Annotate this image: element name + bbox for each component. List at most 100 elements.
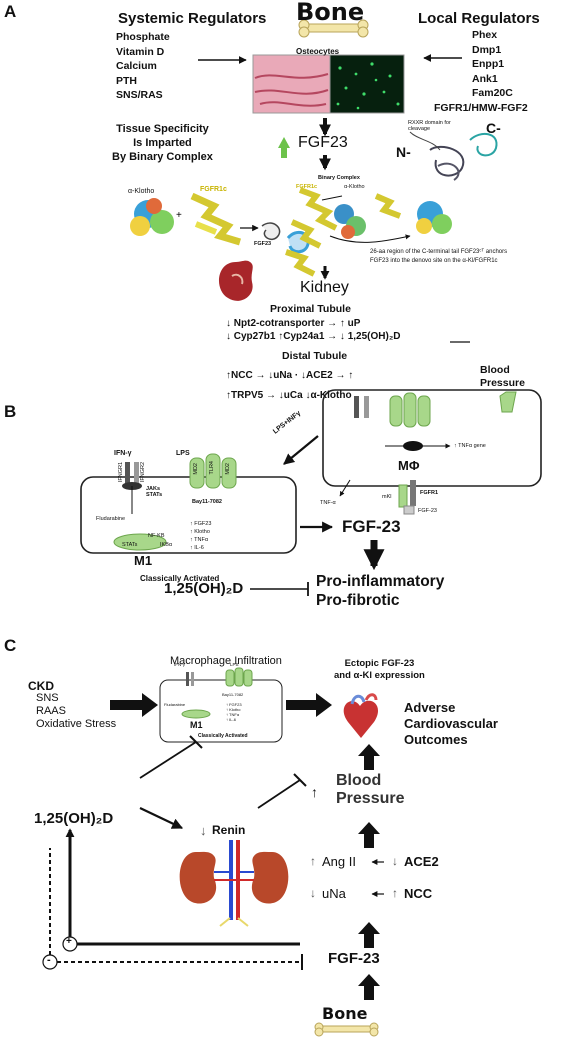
receptor-label-tlr4: TLR4 [209, 461, 215, 475]
receptor-label-md2-right: MD2 [225, 463, 231, 475]
mini-output: ↑ FGF23 [226, 702, 242, 707]
macrophage-label: MΦ [398, 458, 420, 473]
ifn-gamma-label: IFN-γ [114, 450, 132, 457]
plus-label: + [66, 936, 72, 947]
una-down-glyph: ↓ [310, 886, 316, 900]
ang2-up-glyph: ↑ [310, 854, 316, 868]
proximal-tubule-title: Proximal Tubule [270, 303, 351, 315]
tissue-line: Tissue Specificity [116, 123, 209, 135]
adverse-line: Cardiovascular [404, 716, 498, 731]
m1-output: ↑ TNFα [190, 537, 209, 543]
mkl-label: mKl [382, 494, 392, 500]
ncc-label: NCC [404, 886, 433, 901]
ifngr-receptors [122, 462, 142, 490]
fgf23-tag-label: FGF-23 [418, 508, 437, 514]
mini-m1-outputs: ↑ FGF23 ↑ Klotho ↑ TNFα ↑ IL-6 [226, 702, 242, 722]
fludarabine-label: Fludarabine [96, 516, 126, 522]
minus-label: - [47, 954, 51, 966]
mini-receptors [181, 667, 253, 719]
ace2-down-glyph: ↓ [392, 854, 398, 868]
tissue-line: By Binary Complex [112, 151, 213, 163]
bone-label-bottom: Bone [322, 1004, 368, 1023]
note-line: 26-aa region of the C-terminal tail FGF2… [370, 249, 508, 255]
local-item: Fam20C [472, 87, 513, 99]
bp-c-line: Blood [336, 772, 382, 789]
local-item: Enpp1 [472, 58, 505, 70]
systemic-regulators-title: Systemic Regulators [118, 10, 267, 27]
fgf23-ligand-small [261, 222, 281, 241]
fgfr1c-left-label: FGFR1c [200, 186, 227, 193]
fgfr1c-structure-left [190, 192, 242, 246]
systemic-item: Vitamin D [116, 45, 165, 58]
bp-line: Pressure [480, 377, 525, 389]
plus-circle [62, 936, 78, 952]
systemic-item: SNS/RAS [116, 89, 163, 101]
panel-label-a: A [4, 2, 17, 21]
jaks-label: JAKs [146, 486, 161, 492]
vitd-inhibit-macro-line [139, 741, 197, 779]
classically-activated-label: Classically Activated [140, 574, 220, 583]
ncc-up-glyph: ↑ [392, 886, 398, 900]
bone-title: Bone [296, 0, 365, 26]
proximal-row: ↓ Cyp27b1 ↑Cyp24a1 → ↓ 1,25(OH)₂D [226, 331, 401, 342]
ckd-label: CKD [28, 679, 54, 693]
m1-box [80, 476, 297, 554]
fgf23-small-label: FGF23 [254, 241, 272, 247]
fgfr1c-right-label: FGFR1c [296, 184, 318, 190]
lps-infg-arrow [283, 435, 319, 465]
vitd-label-c: 1,25(OH)₂D [34, 810, 114, 827]
fgfr1-label: FGFR1 [420, 490, 439, 496]
kidney-pair-icon [179, 840, 289, 927]
proximal-tubule-rows: ↓ Npt2-cotransporter → ↑ uP ↓ Cyp27b1 ↑C… [226, 317, 401, 343]
systemic-item: PTH [116, 74, 137, 87]
pro-fibrotic-text: Pro-fibrotic [316, 592, 400, 609]
mini-output: ↑ IL-6 [226, 717, 237, 722]
ckd-item: SNS [36, 692, 59, 704]
systemic-item: Calcium [116, 60, 157, 72]
ckd-items: SNS RAAS Oxidative Stress [36, 692, 116, 731]
stats-pill-label: STATs [122, 542, 138, 548]
adverse-line: Outcomes [404, 732, 468, 747]
bone-icon-top [298, 19, 369, 38]
m1-output: ↑ FGF23 [190, 521, 212, 527]
bp-c-line: Pressure [336, 790, 405, 807]
blood-pressure-c: Blood Pressure [336, 772, 405, 808]
ang-to-bp-arrow [358, 822, 380, 848]
local-item: Ank1 [472, 72, 498, 85]
mini-m1-label: M1 [190, 720, 203, 730]
adverse-line: Adverse [404, 700, 456, 715]
green-up-arrow [278, 137, 290, 158]
m1-outputs: ↑ FGF23 ↑ Klotho ↑ TNFα ↑ IL-6 [190, 520, 211, 552]
fgf23-to-kidney-arrow [358, 922, 380, 948]
pro-inflammatory-text: Pro-inflammatory [316, 573, 445, 590]
renin-inhibit-bp-line [257, 779, 301, 809]
fgfr1c-aklotho-right [374, 193, 452, 234]
mini-output: ↑ Klotho [226, 707, 241, 712]
inflammatory-outcomes: Pro-inflammatory Pro-fibrotic [316, 572, 444, 610]
tissue-specificity-text: Tissue Specificity Is Imparted By Binary… [112, 122, 213, 164]
vitd-label-b: 1,25(OH)₂D [164, 580, 244, 597]
plus-sign: + [176, 210, 182, 221]
distal-tubule-rows: ↑NCC → ↓uNa · ↓ACE2 → ↑ ↑TRPV5 → ↓uCa ↓α… [226, 366, 353, 406]
tnfa-secretion-arrow [339, 479, 351, 497]
macro-to-ectopic-arrow [286, 693, 332, 717]
ckd-to-macro-arrow [110, 693, 158, 717]
osteocytes-label: Osteocytes [296, 47, 340, 56]
aklotho-left-label: α-Klotho [128, 188, 155, 195]
bone-to-fgf23-arrow [358, 974, 380, 1000]
fgf23-label-c: FGF-23 [328, 950, 380, 967]
binary-complex-label: Binary Complex [318, 175, 360, 181]
ckd-item: Oxidative Stress [36, 718, 117, 730]
ectopic-expression-label: Ectopic FGF-23 and α-Kl expression [334, 658, 425, 682]
m1-output: ↑ IL-6 [190, 545, 204, 551]
c-terminus-label: C- [486, 120, 501, 136]
macrophage-box [322, 389, 542, 487]
m1-label: M1 [134, 553, 153, 568]
ectopic-line: and α-Kl expression [334, 670, 425, 681]
macrophage-infiltration-title: Macrophage Infiltration [170, 655, 282, 667]
local-item: FGFR1/HMW-FGF2 [434, 101, 528, 114]
renin-down-glyph: ↓ [200, 823, 207, 838]
renin-label: Renin [212, 823, 246, 837]
vitd-to-renin-arrow [139, 807, 183, 829]
